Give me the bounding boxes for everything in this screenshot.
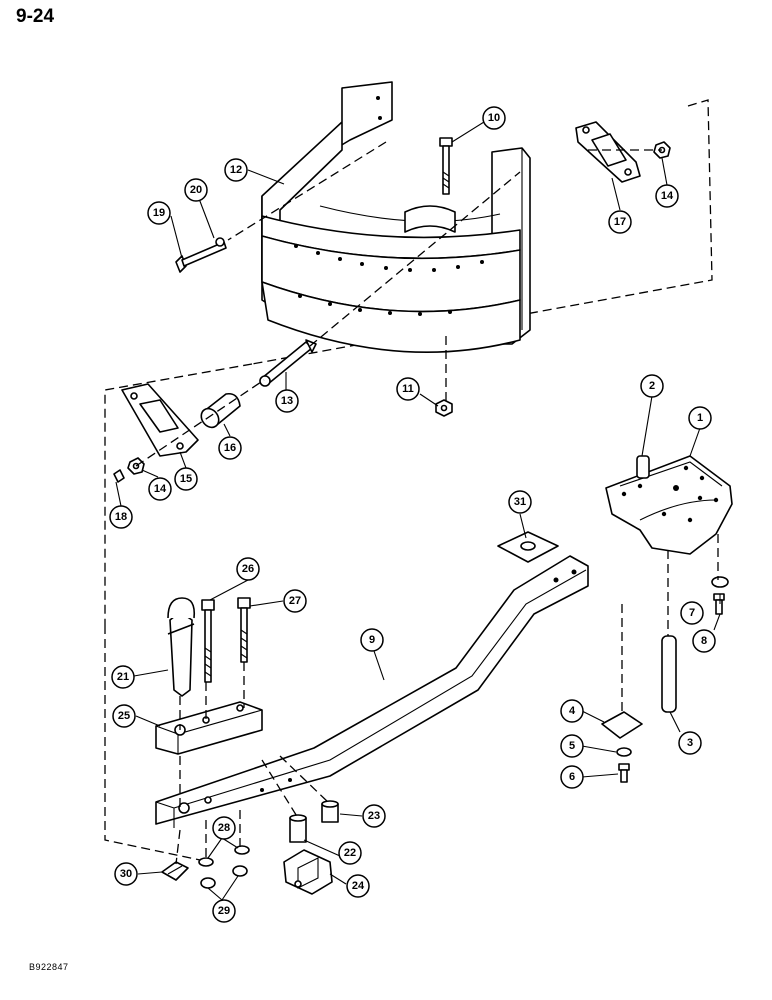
assembly-lines xyxy=(135,141,719,865)
svg-text:14: 14 xyxy=(154,483,167,495)
svg-text:20: 20 xyxy=(190,184,202,196)
callout-1: 1 xyxy=(688,406,712,430)
upper-mounting-bracket xyxy=(575,121,641,183)
svg-text:2: 2 xyxy=(649,380,655,392)
svg-text:5: 5 xyxy=(569,740,575,752)
svg-text:15: 15 xyxy=(180,473,192,485)
svg-text:28: 28 xyxy=(218,822,230,834)
lower-assembly-boundary xyxy=(104,363,253,861)
callout-11: 11 xyxy=(396,377,420,401)
bottom-nut xyxy=(435,399,453,417)
svg-text:14: 14 xyxy=(661,190,674,202)
callout-17: 17 xyxy=(608,210,632,234)
washer-and-bolt xyxy=(711,576,729,615)
pivot-pin xyxy=(259,339,317,387)
callout-22: 22 xyxy=(338,841,362,865)
callout-2: 2 xyxy=(640,374,664,398)
callout-20: 20 xyxy=(184,178,208,202)
svg-text:22: 22 xyxy=(344,847,356,859)
svg-text:4: 4 xyxy=(569,705,576,717)
page-number: 9-24 xyxy=(16,6,55,27)
callout-25: 25 xyxy=(112,704,136,728)
long-spacer xyxy=(289,814,307,843)
callout-12: 12 xyxy=(224,158,248,182)
drawbar-pin xyxy=(167,597,196,697)
vertical-bolt xyxy=(439,137,453,195)
callout-5: 5 xyxy=(560,734,584,758)
long-bolt-left xyxy=(201,599,215,683)
callout-7: 7 xyxy=(680,601,704,625)
front-weight-carrier xyxy=(261,81,531,353)
callout-14-lower: 14 xyxy=(148,477,172,501)
callout-23: 23 xyxy=(362,804,386,828)
support-stud xyxy=(661,635,677,713)
grease-fitting xyxy=(113,469,125,483)
svg-text:23: 23 xyxy=(368,810,380,822)
callout-15: 15 xyxy=(174,467,198,491)
figure-reference-code: B922847 xyxy=(29,962,69,972)
callout-31: 31 xyxy=(508,490,532,514)
small-washer xyxy=(616,747,632,757)
svg-text:11: 11 xyxy=(402,383,414,395)
svg-text:16: 16 xyxy=(224,442,236,454)
small-bolt xyxy=(618,763,630,783)
svg-text:10: 10 xyxy=(488,112,500,124)
callout-6: 6 xyxy=(560,765,584,789)
callout-28: 28 xyxy=(212,816,236,840)
callout-19: 19 xyxy=(147,201,171,225)
lock-pin xyxy=(161,861,189,881)
svg-text:27: 27 xyxy=(289,595,301,607)
svg-text:12: 12 xyxy=(230,164,242,176)
callout-16: 16 xyxy=(218,436,242,460)
svg-text:8: 8 xyxy=(701,635,707,647)
callout-4: 4 xyxy=(560,699,584,723)
callout-29: 29 xyxy=(212,899,236,923)
long-bolt-right xyxy=(237,597,251,663)
svg-text:7: 7 xyxy=(689,607,695,619)
drawbar-support-housing xyxy=(605,455,733,555)
svg-text:26: 26 xyxy=(242,563,254,575)
callout-14-upper: 14 xyxy=(655,184,679,208)
callout-27: 27 xyxy=(283,589,307,613)
svg-text:3: 3 xyxy=(687,737,693,749)
callout-10: 10 xyxy=(482,106,506,130)
svg-text:30: 30 xyxy=(120,868,132,880)
svg-text:21: 21 xyxy=(117,671,129,683)
callout-24: 24 xyxy=(346,874,370,898)
callout-30: 30 xyxy=(114,862,138,886)
u-bracket xyxy=(283,849,333,895)
svg-text:31: 31 xyxy=(514,496,526,508)
svg-text:25: 25 xyxy=(118,710,130,722)
callout-9: 9 xyxy=(360,628,384,652)
svg-text:9: 9 xyxy=(369,634,375,646)
side-bolt-with-washer xyxy=(175,237,227,273)
callout-leaders xyxy=(115,121,721,901)
clevis-block xyxy=(155,701,263,755)
lower-washers xyxy=(198,845,250,867)
wear-plate xyxy=(497,531,559,563)
callout-13: 13 xyxy=(275,389,299,413)
retaining-pin xyxy=(636,455,650,479)
lower-mounting-bracket xyxy=(121,383,199,457)
svg-text:13: 13 xyxy=(281,395,293,407)
svg-text:19: 19 xyxy=(153,207,165,219)
svg-text:24: 24 xyxy=(352,880,365,892)
callout-3: 3 xyxy=(678,731,702,755)
bushing xyxy=(200,392,241,429)
callout-26: 26 xyxy=(236,557,260,581)
drawbar xyxy=(155,555,589,828)
svg-text:6: 6 xyxy=(569,771,575,783)
svg-text:18: 18 xyxy=(115,511,127,523)
callout-8: 8 xyxy=(692,629,716,653)
svg-text:17: 17 xyxy=(614,216,626,228)
callout-21: 21 xyxy=(111,665,135,689)
callout-18: 18 xyxy=(109,505,133,529)
svg-text:29: 29 xyxy=(218,905,230,917)
cover-plate xyxy=(601,711,643,739)
svg-text:1: 1 xyxy=(697,412,703,424)
short-spacer xyxy=(321,800,339,823)
lower-nuts xyxy=(200,865,248,889)
